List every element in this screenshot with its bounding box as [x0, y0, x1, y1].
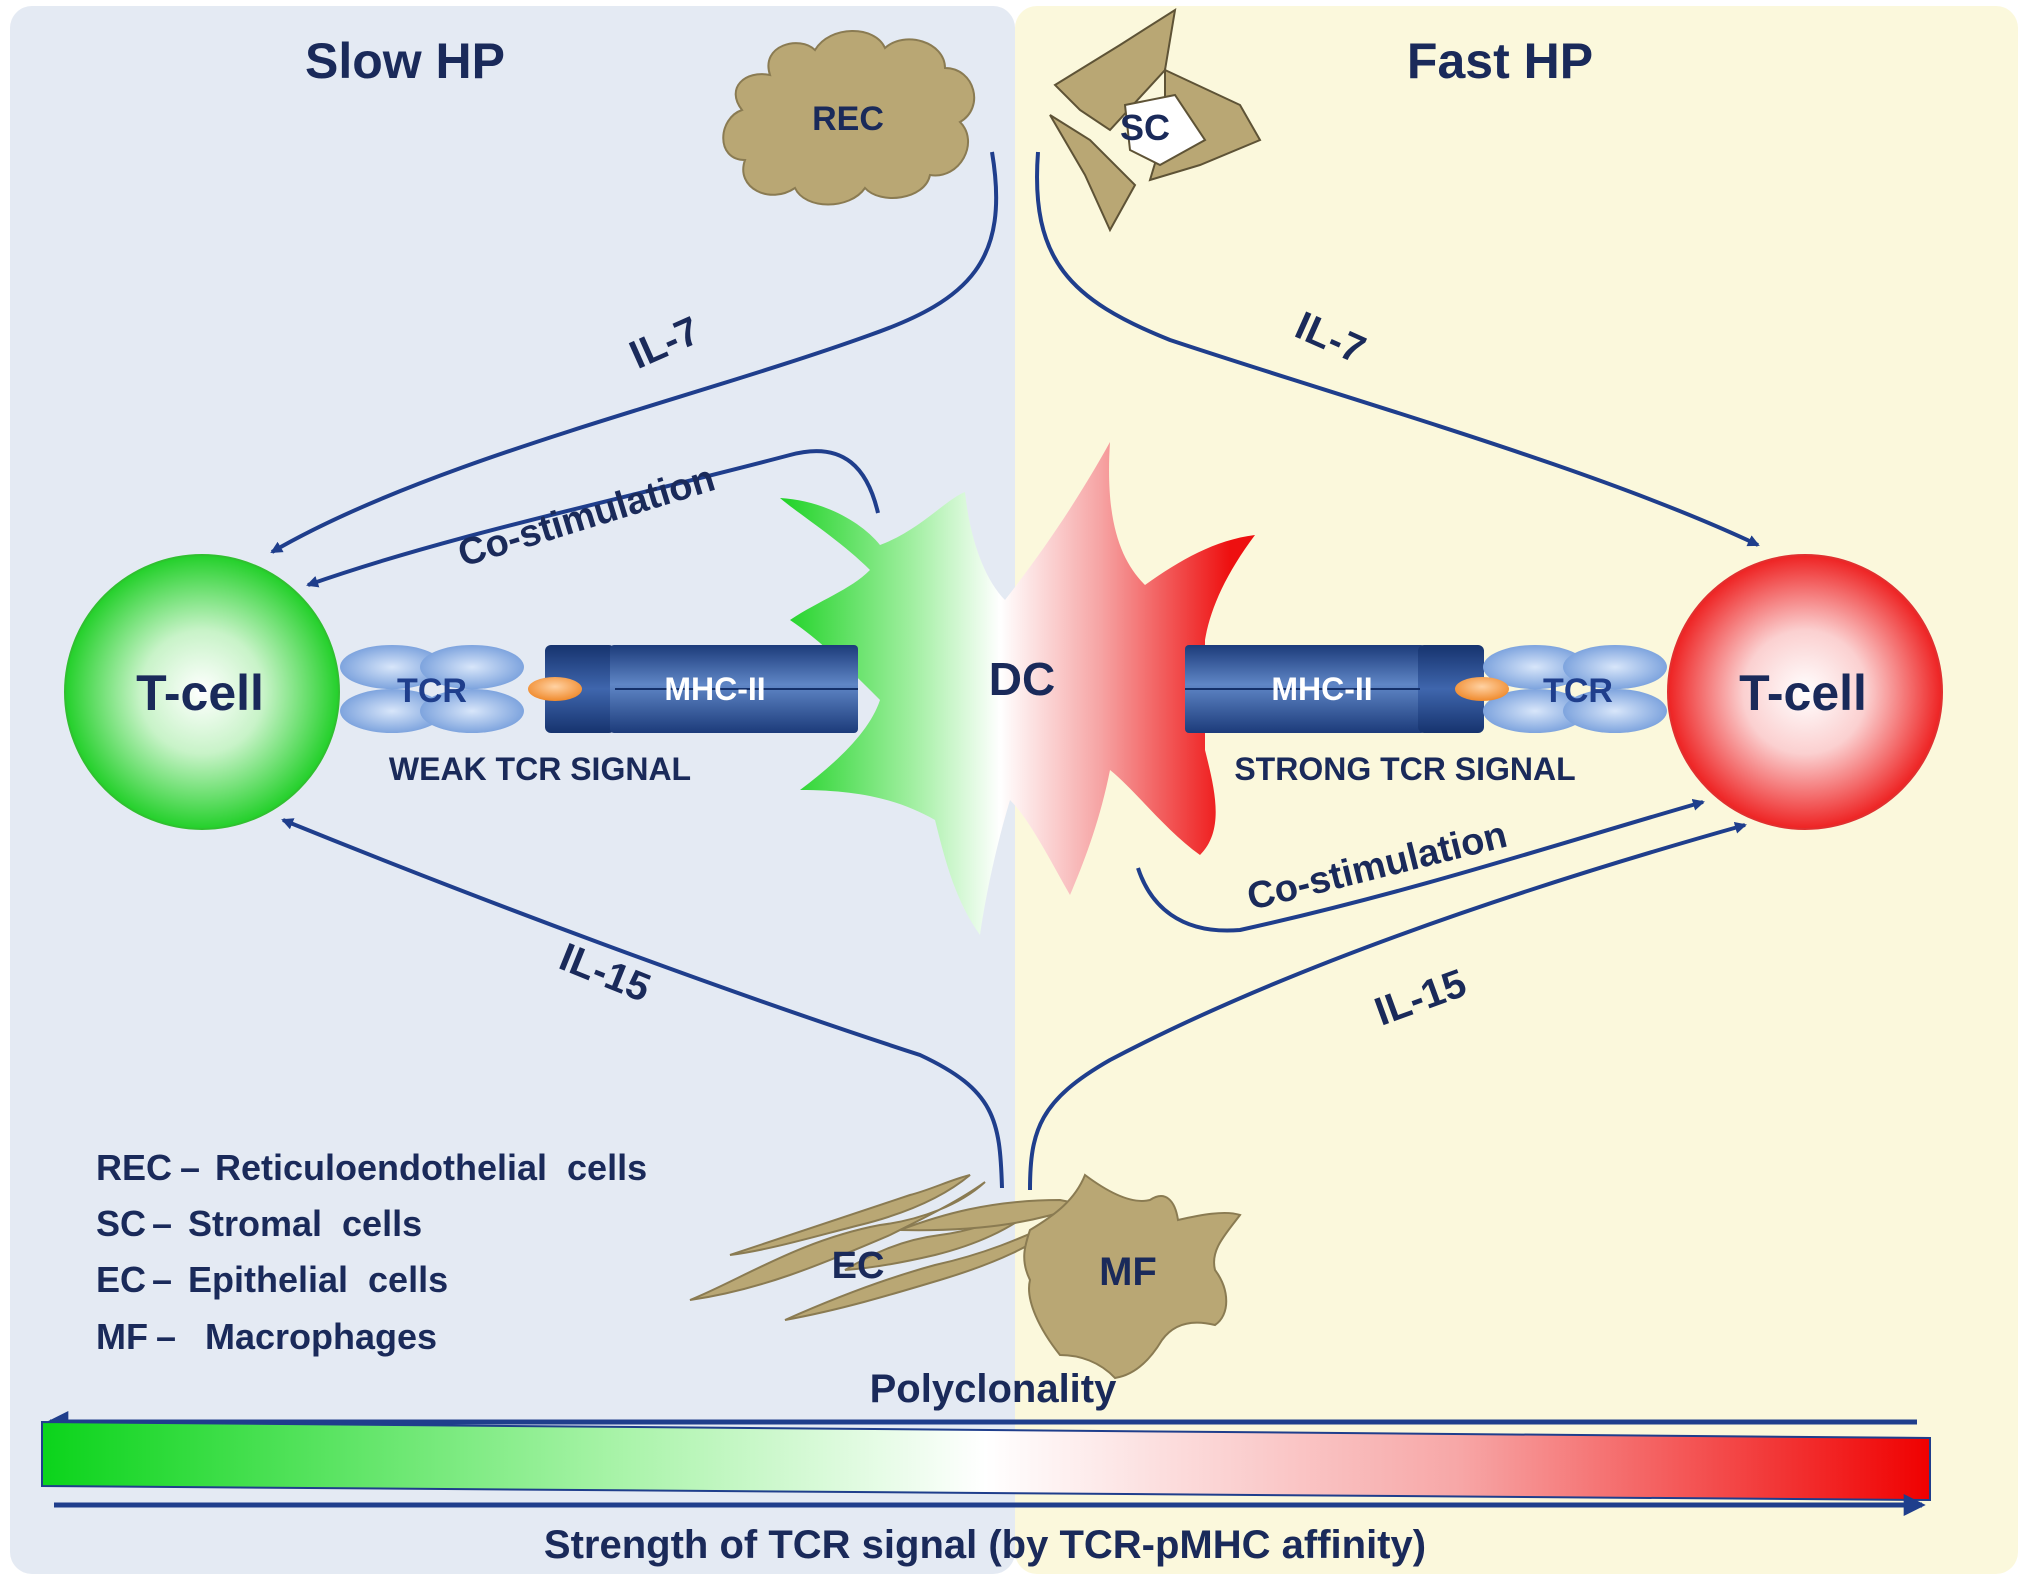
dc-label: DC: [989, 653, 1055, 705]
peptide-left: [528, 677, 582, 701]
legend-abbr: REC: [96, 1147, 172, 1188]
rec-label: REC: [812, 100, 884, 138]
legend-meaning: Macrophages: [205, 1316, 437, 1357]
legend-abbr: SC: [96, 1203, 146, 1244]
t-cell-left: T-cell: [64, 554, 340, 830]
legend-dash: –: [156, 1316, 176, 1357]
mf-cell: MF: [1023, 1173, 1242, 1380]
polyclonality-label: Polyclonality: [870, 1367, 1117, 1411]
peptide-right: [1455, 677, 1509, 701]
t-cell-label-left: T-cell: [136, 665, 264, 721]
mhc-complex-right: MHC-II: [1185, 645, 1484, 733]
gradient-bar: [41, 1420, 1931, 1502]
tcr-strength-label: Strength of TCR signal (by TCR-pMHC affi…: [544, 1523, 1426, 1567]
legend-meaning: Stromal cells: [188, 1203, 422, 1244]
costim-arrow-right: [1136, 798, 1705, 933]
fast-hp-title: Fast HP: [1407, 33, 1593, 89]
mf-label: MF: [1099, 1250, 1157, 1294]
sc-label: SC: [1120, 107, 1170, 148]
legend-item: SC – Stromal cells: [96, 1203, 422, 1244]
mhc-complex-left: MHC-II: [545, 645, 858, 733]
rec-cell: REC: [722, 30, 976, 206]
slow-hp-title: Slow HP: [305, 33, 505, 89]
dc-cell: [780, 442, 1255, 935]
legend-abbr: MF: [96, 1316, 148, 1357]
sc-cell: SC: [1049, 7, 1262, 233]
il7-arrow-left: [270, 151, 999, 554]
legend: REC – Reticuloendothelial cells SC – Str…: [96, 1147, 647, 1357]
legend-meaning: Reticuloendothelial cells: [215, 1147, 647, 1188]
t-cell-label-right: T-cell: [1739, 665, 1867, 721]
fast-hp-panel: [1015, 6, 2018, 1574]
legend-item: MF – Macrophages: [96, 1316, 437, 1357]
tcr-label-left: TCR: [397, 672, 467, 710]
il15-arrow-right: [1028, 821, 1747, 1191]
legend-meaning: Epithelial cells: [188, 1259, 448, 1300]
legend-dash: –: [152, 1259, 172, 1300]
legend-abbr: EC: [96, 1259, 146, 1300]
weak-signal-label: WEAK TCR SIGNAL: [389, 751, 691, 787]
slow-hp-panel: [10, 6, 1015, 1574]
t-cell-right: T-cell: [1667, 554, 1943, 830]
tcr-label-right: TCR: [1543, 672, 1613, 710]
il15-arrow-left: [281, 818, 1004, 1189]
ec-cells: EC: [689, 1174, 1089, 1321]
costim-arrow-left: [306, 449, 880, 588]
tcr-left: TCR: [340, 645, 524, 733]
ec-label: EC: [832, 1245, 885, 1287]
legend-item: EC – Epithelial cells: [96, 1259, 448, 1300]
legend-dash: –: [152, 1203, 172, 1244]
mhc-label-left: MHC-II: [664, 671, 765, 707]
strong-signal-label: STRONG TCR SIGNAL: [1234, 751, 1575, 787]
legend-dash: –: [180, 1147, 200, 1188]
mhc-label-right: MHC-II: [1271, 671, 1372, 707]
legend-item: REC – Reticuloendothelial cells: [96, 1147, 647, 1188]
tcr-right: TCR: [1483, 645, 1667, 733]
il7-arrow-right: [1035, 151, 1760, 547]
